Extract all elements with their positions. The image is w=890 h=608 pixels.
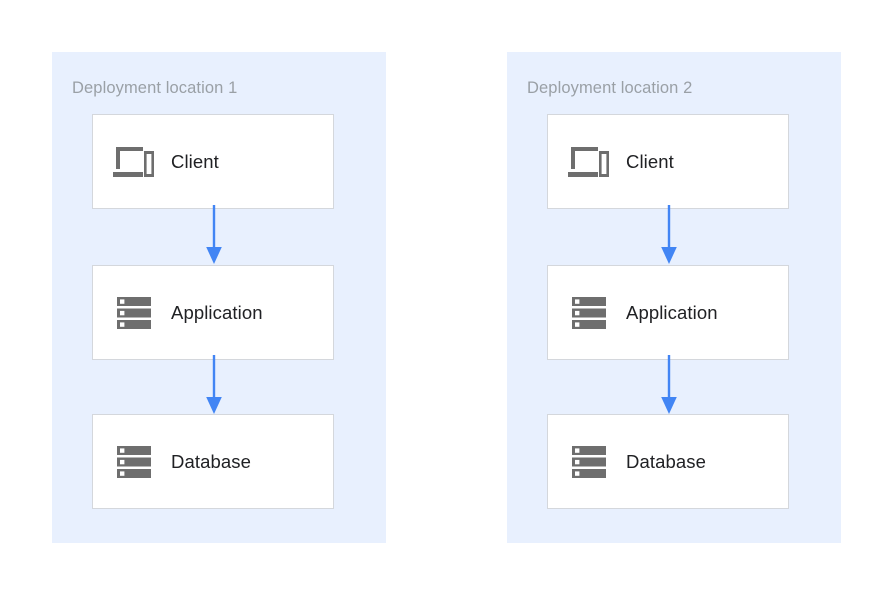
arrow-application-to-database [203, 355, 225, 415]
node-application[interactable]: Application [92, 265, 334, 360]
server-icon [566, 290, 612, 336]
zone-title: Deployment location 2 [527, 79, 693, 97]
node-label: Application [171, 301, 263, 323]
node-label: Application [626, 301, 718, 323]
zone-title: Deployment location 1 [72, 79, 238, 97]
deployment-zone-2: Deployment location 2 Client [507, 52, 841, 543]
database-server-icon [566, 439, 612, 485]
node-label: Client [171, 150, 219, 172]
node-client[interactable]: Client [547, 114, 789, 209]
node-database[interactable]: Database [92, 414, 334, 509]
devices-icon [566, 139, 612, 185]
database-server-icon [111, 439, 157, 485]
node-client[interactable]: Client [92, 114, 334, 209]
server-icon [111, 290, 157, 336]
node-label: Database [626, 450, 706, 472]
deployment-zone-1: Deployment location 1 Client [52, 52, 386, 543]
arrow-application-to-database [658, 355, 680, 415]
node-database[interactable]: Database [547, 414, 789, 509]
arrow-client-to-application [658, 205, 680, 265]
node-application[interactable]: Application [547, 265, 789, 360]
node-label: Client [626, 150, 674, 172]
devices-icon [111, 139, 157, 185]
node-label: Database [171, 450, 251, 472]
arrow-client-to-application [203, 205, 225, 265]
